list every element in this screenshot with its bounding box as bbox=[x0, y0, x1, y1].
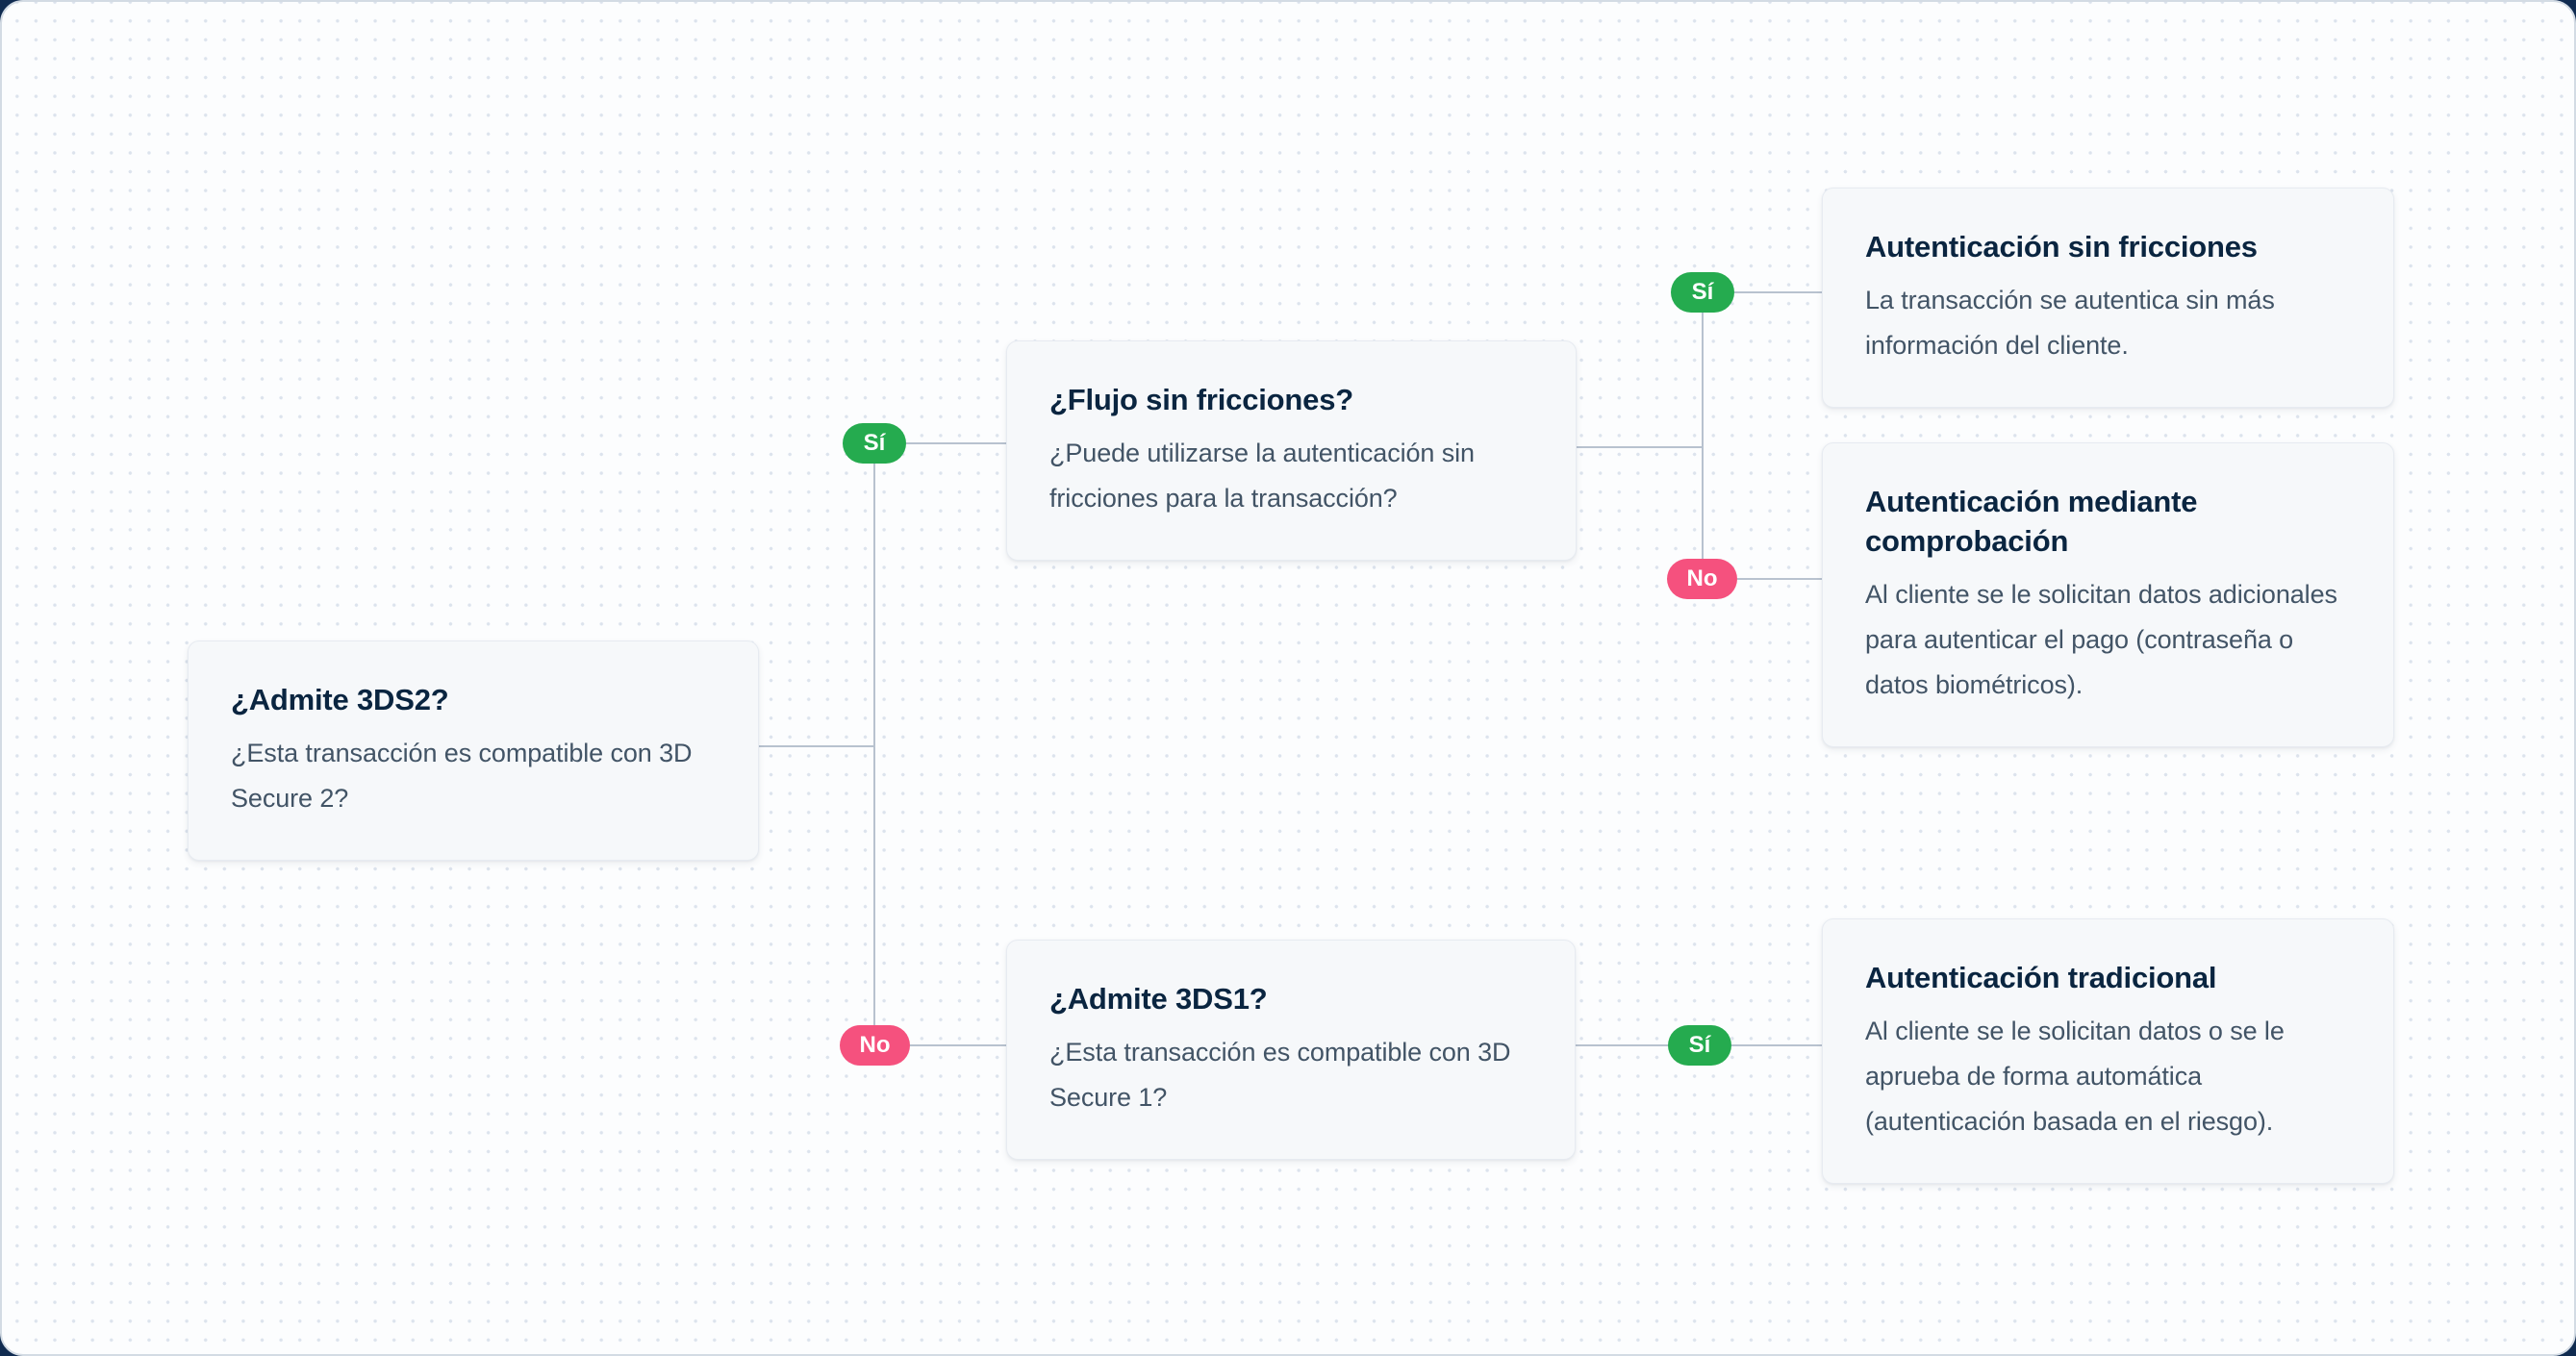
node-body: ¿Puede utilizarse la autenticación sin f… bbox=[1049, 439, 1475, 513]
node-outcome-autenticacion-sin-fricciones: Autenticación sin fricciones La transacc… bbox=[1822, 188, 2394, 408]
connector-q2-to-trunk bbox=[1576, 446, 1703, 448]
node-title: ¿Flujo sin fricciones? bbox=[1049, 383, 1353, 416]
node-title: Autenticación mediante comprobación bbox=[1865, 485, 2198, 558]
node-title: Autenticación sin fricciones bbox=[1865, 230, 2258, 264]
node-body: La transacción se autentica sin más info… bbox=[1865, 286, 2275, 360]
node-question-admite-3ds1: ¿Admite 3DS1? ¿Esta transacción es compa… bbox=[1006, 940, 1576, 1160]
node-question-admite-3ds2: ¿Admite 3DS2? ¿Esta transacción es compa… bbox=[188, 640, 759, 861]
pill-yes-frictionless: Sí bbox=[1671, 272, 1734, 313]
node-body: Al cliente se le solicitan datos o se le… bbox=[1865, 1017, 2285, 1136]
node-title: Autenticación tradicional bbox=[1865, 961, 2217, 994]
node-body: Al cliente se le solicitan datos adicion… bbox=[1865, 580, 2337, 699]
connector-no-to-outcome2 bbox=[1737, 578, 1822, 580]
node-title: ¿Admite 3DS1? bbox=[1049, 982, 1268, 1016]
connector-yes-to-outcome3 bbox=[1731, 1044, 1822, 1046]
node-title: ¿Admite 3DS2? bbox=[231, 683, 449, 716]
node-question-flujo-sin-fricciones: ¿Flujo sin fricciones? ¿Puede utilizarse… bbox=[1006, 340, 1577, 561]
connector-yes-to-outcome1 bbox=[1734, 291, 1822, 293]
connector-no-to-q3 bbox=[910, 1044, 1006, 1046]
connector-right-trunk bbox=[1702, 313, 1704, 559]
node-body: ¿Esta transacción es compatible con 3D S… bbox=[231, 739, 693, 813]
connector-left-trunk bbox=[873, 464, 875, 1026]
pill-yes-3ds2: Sí bbox=[843, 423, 906, 464]
pill-no-3ds2: No bbox=[840, 1025, 910, 1066]
connector-yes-to-q2 bbox=[906, 442, 1006, 444]
node-outcome-autenticacion-mediante-comprobacion: Autenticación mediante comprobación Al c… bbox=[1822, 442, 2394, 747]
connector-q3-to-yes bbox=[1576, 1044, 1668, 1046]
pill-no-frictionless: No bbox=[1667, 559, 1737, 599]
node-body: ¿Esta transacción es compatible con 3D S… bbox=[1049, 1038, 1511, 1112]
pill-yes-3ds1: Sí bbox=[1668, 1025, 1731, 1066]
node-outcome-autenticacion-tradicional: Autenticación tradicional Al cliente se … bbox=[1822, 918, 2394, 1184]
connector-q1-to-trunk bbox=[759, 745, 874, 747]
